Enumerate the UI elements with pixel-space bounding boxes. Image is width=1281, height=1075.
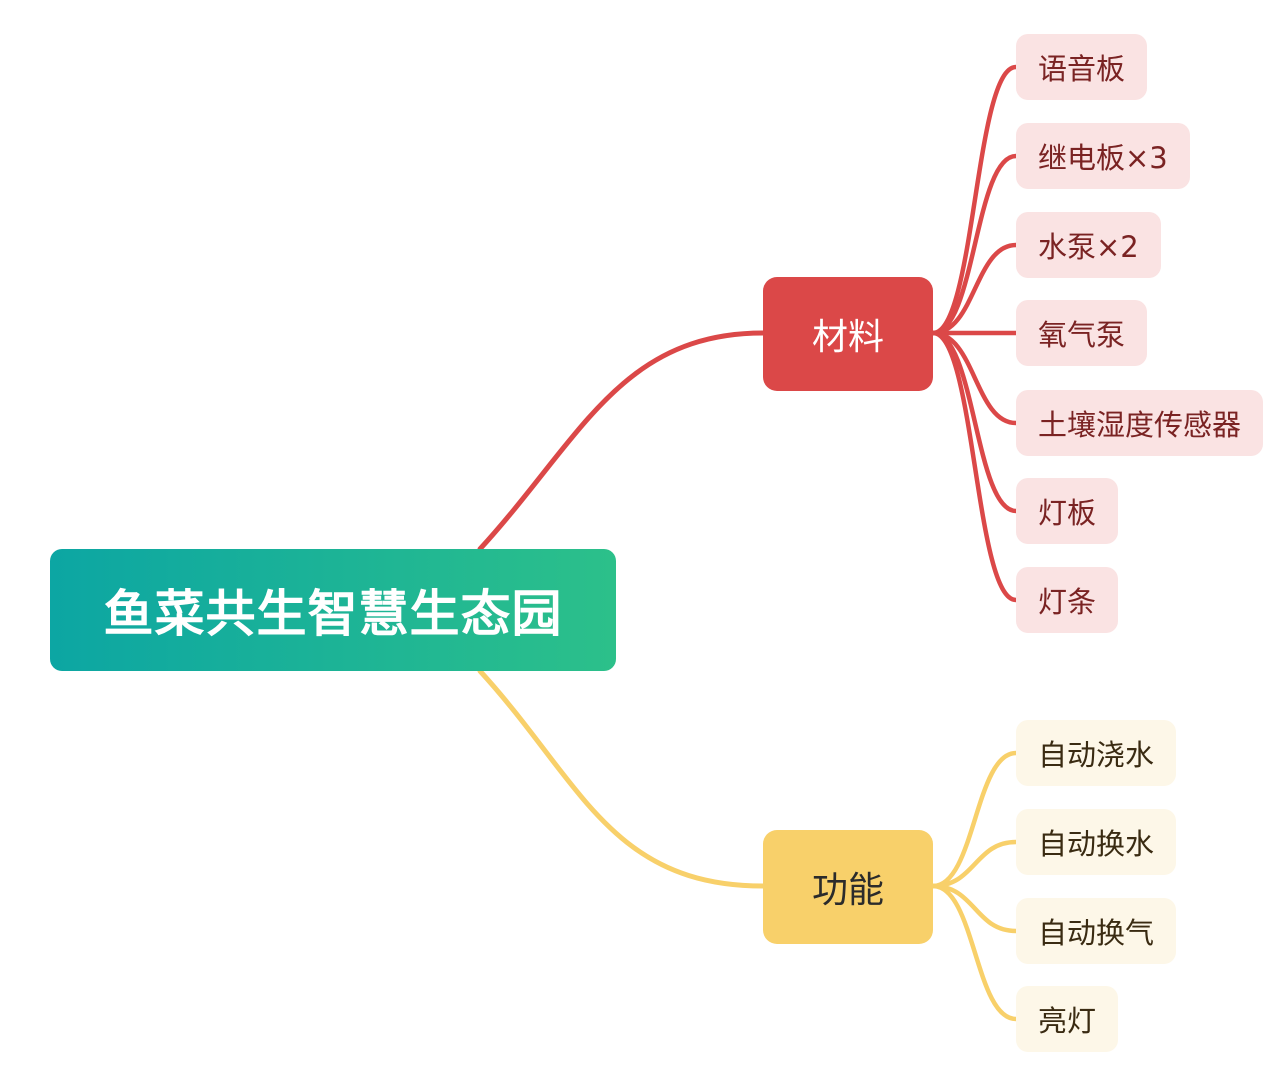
leaf-node-soil-moisture-sensor[interactable]: 土壤湿度传感器 <box>1016 390 1264 456</box>
leaf-node-lights-on[interactable]: 亮灯 <box>1016 986 1119 1052</box>
root-to-functions-connector <box>477 668 766 889</box>
functions-connector-3 <box>930 883 1019 934</box>
functions-connector-4 <box>930 883 1019 1022</box>
branch-node-functions[interactable]: 功能 <box>763 830 933 944</box>
materials-connector-2 <box>930 153 1019 336</box>
root-node[interactable]: 鱼菜共生智慧生态园 <box>50 549 616 671</box>
branch-node-materials[interactable]: 材料 <box>763 277 933 391</box>
leaf-node-light-board[interactable]: 灯板 <box>1016 478 1119 544</box>
leaf-node-relay-board[interactable]: 继电板×3 <box>1016 123 1190 189</box>
functions-connector-1 <box>930 750 1019 889</box>
leaf-node-water-pump[interactable]: 水泵×2 <box>1016 212 1161 278</box>
leaf-node-light-strip[interactable]: 灯条 <box>1016 567 1119 633</box>
leaf-node-auto-ventilation[interactable]: 自动换气 <box>1016 898 1177 964</box>
materials-connector-5 <box>930 330 1019 426</box>
materials-connector-7 <box>930 330 1019 603</box>
root-to-materials-connector <box>477 330 766 552</box>
functions-connector-2 <box>930 839 1019 889</box>
leaf-node-oxygen-pump[interactable]: 氧气泵 <box>1016 300 1148 366</box>
materials-connector-1 <box>930 64 1019 336</box>
leaf-node-auto-watering[interactable]: 自动浇水 <box>1016 720 1177 786</box>
materials-connector-3 <box>930 242 1019 336</box>
leaf-node-voice-board[interactable]: 语音板 <box>1016 34 1148 100</box>
leaf-node-auto-water-change[interactable]: 自动换水 <box>1016 809 1177 875</box>
